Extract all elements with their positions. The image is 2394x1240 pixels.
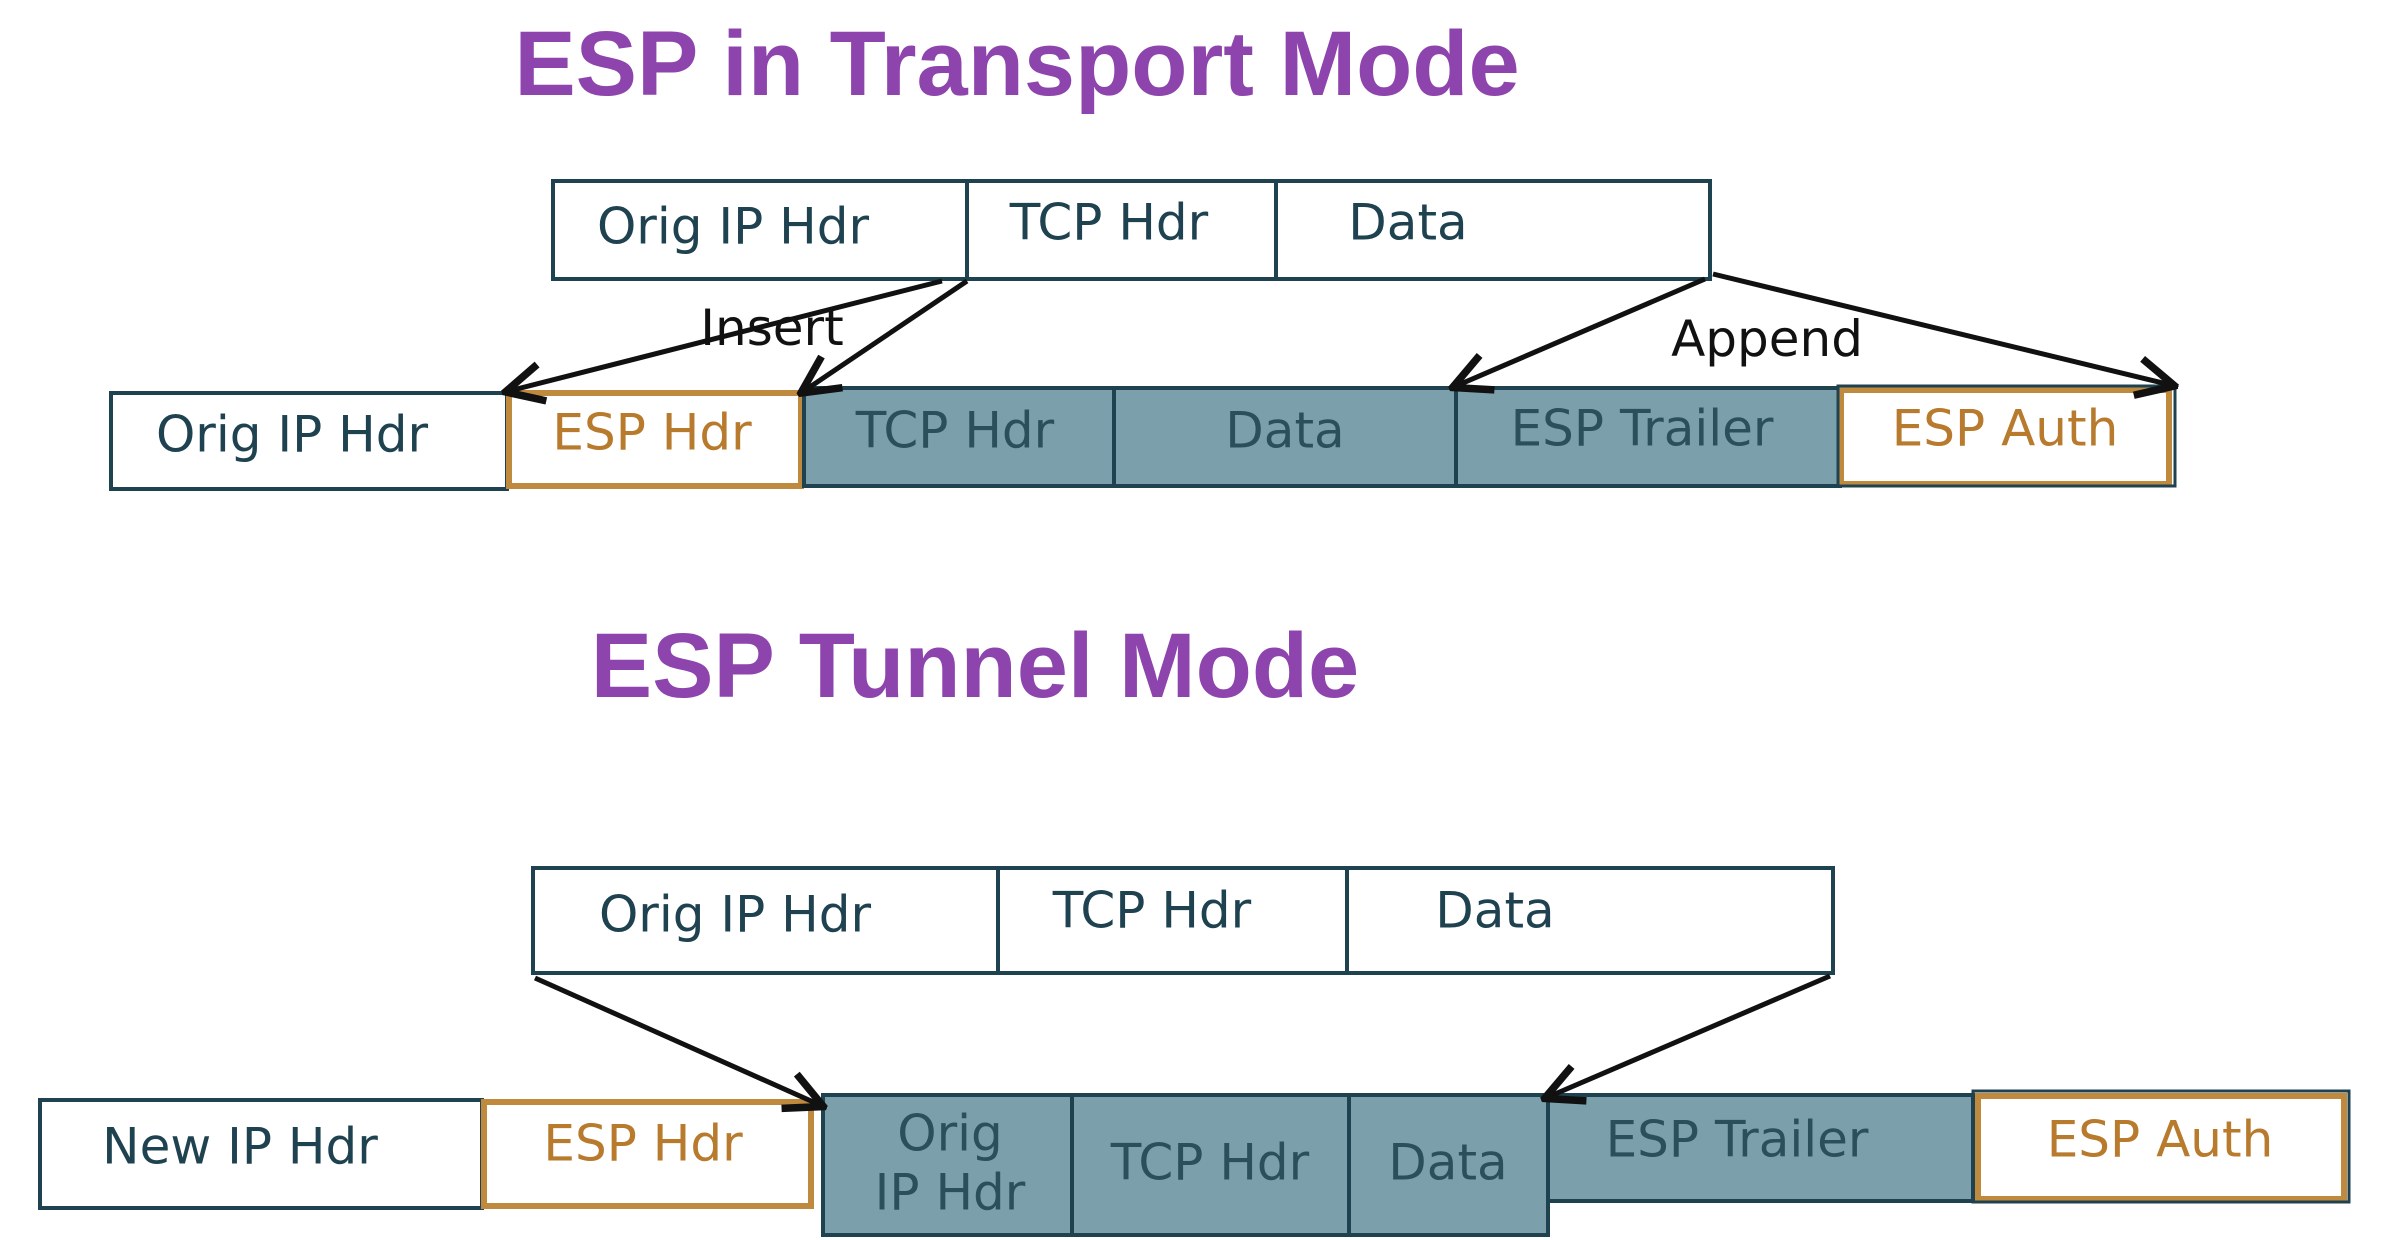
- transport-result-esp-trailer: ESP Trailer: [1511, 400, 1774, 458]
- transport-result-esp-auth-cell: [1838, 387, 2172, 487]
- transport-result-data: Data: [1225, 402, 1344, 460]
- transport-result-esp-hdr: ESP Hdr: [552, 404, 752, 462]
- tunnel-original-packet-frame: [531, 866, 1835, 975]
- transport-original-tcp-hdr: TCP Hdr: [1009, 194, 1209, 252]
- tunnel-arrow-left: [533, 975, 820, 1105]
- tunnel-result-esp-auth: ESP Auth: [2047, 1111, 2274, 1169]
- transport-original-packet-frame: [551, 179, 1712, 281]
- transport-original-orig-ip-hdr: Orig IP Hdr: [597, 198, 870, 256]
- tunnel-result-data: Data: [1388, 1134, 1507, 1192]
- tunnel-result-esp-trailer-cell: [1546, 1093, 1975, 1203]
- tunnel-result-orig-ip-hdr-line2: IP Hdr: [875, 1164, 1026, 1222]
- append-arrow-left: [1456, 276, 1706, 386]
- transport-result-tcp-hdr: TCP Hdr: [855, 402, 1055, 460]
- tunnel-result-esp-auth-cell: [1975, 1093, 2347, 1202]
- transport-arrows: Insert Append: [509, 271, 2171, 391]
- insert-arrow-left: [509, 278, 943, 391]
- transport-mode-title: ESP in Transport Mode: [514, 13, 1520, 115]
- transport-result-esp-hdr-cell: [506, 390, 804, 489]
- insert-label: Insert: [700, 299, 843, 357]
- transport-original-packet: Orig IP Hdr TCP Hdr Data: [551, 179, 1712, 281]
- tunnel-result-esp-hdr-cell: [481, 1099, 814, 1209]
- tunnel-result-tcp-hdr: TCP Hdr: [1110, 1134, 1310, 1192]
- tunnel-result-encrypted-inner-packet: [821, 1093, 1550, 1237]
- transport-result-orig-ip-hdr-cell: [109, 391, 509, 491]
- tunnel-result-esp-auth-outline: [1971, 1089, 2351, 1204]
- tunnel-original-packet: Orig IP Hdr TCP Hdr Data: [531, 866, 1835, 975]
- tunnel-original-orig-ip-hdr: Orig IP Hdr: [599, 886, 872, 944]
- tunnel-result-new-ip-hdr: New IP Hdr: [102, 1118, 378, 1176]
- transport-result-packet: Orig IP Hdr ESP Hdr TCP Hdr Data ESP Tra…: [109, 384, 2177, 491]
- insert-arrow-right: [804, 278, 969, 391]
- tunnel-mode-title: ESP Tunnel Mode: [590, 615, 1360, 717]
- tunnel-result-esp-hdr: ESP Hdr: [543, 1115, 743, 1173]
- tunnel-original-tcp-hdr: TCP Hdr: [1052, 882, 1252, 940]
- transport-result-orig-ip-hdr: Orig IP Hdr: [156, 406, 429, 464]
- tunnel-result-packet: New IP Hdr ESP Hdr Orig IP Hdr TCP Hdr D…: [38, 1089, 2351, 1237]
- append-arrow-right: [1712, 271, 2171, 385]
- tunnel-original-data: Data: [1435, 882, 1554, 940]
- tunnel-result-orig-ip-hdr-line1: Orig: [897, 1105, 1003, 1163]
- tunnel-arrows: [533, 973, 1831, 1105]
- transport-original-data: Data: [1348, 194, 1467, 252]
- tunnel-arrow-right: [1548, 973, 1831, 1097]
- transport-result-esp-auth-outline: [1836, 384, 2177, 488]
- tunnel-result-esp-trailer: ESP Trailer: [1606, 1111, 1869, 1169]
- transport-result-esp-auth: ESP Auth: [1892, 400, 2119, 458]
- append-label: Append: [1671, 310, 1863, 368]
